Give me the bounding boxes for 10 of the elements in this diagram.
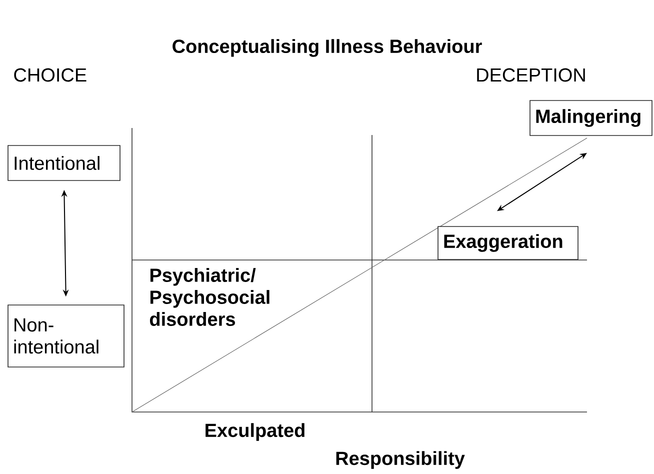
- title: Conceptualising Illness Behaviour: [172, 39, 482, 57]
- category-box: Exaggeration: [438, 226, 578, 260]
- axis-label: CHOICE: [14, 68, 86, 82]
- category-box: Malingering: [530, 100, 652, 136]
- region-label: Exculpated: [206, 423, 304, 441]
- axis-title: Responsibility: [336, 451, 465, 469]
- choice-box: Intentional: [8, 145, 120, 181]
- region-label: Psychiatric/ Psychosocial disorders: [150, 268, 270, 326]
- choice-box: Non- intentional: [8, 304, 124, 368]
- axis-label: DECEPTION: [477, 68, 585, 82]
